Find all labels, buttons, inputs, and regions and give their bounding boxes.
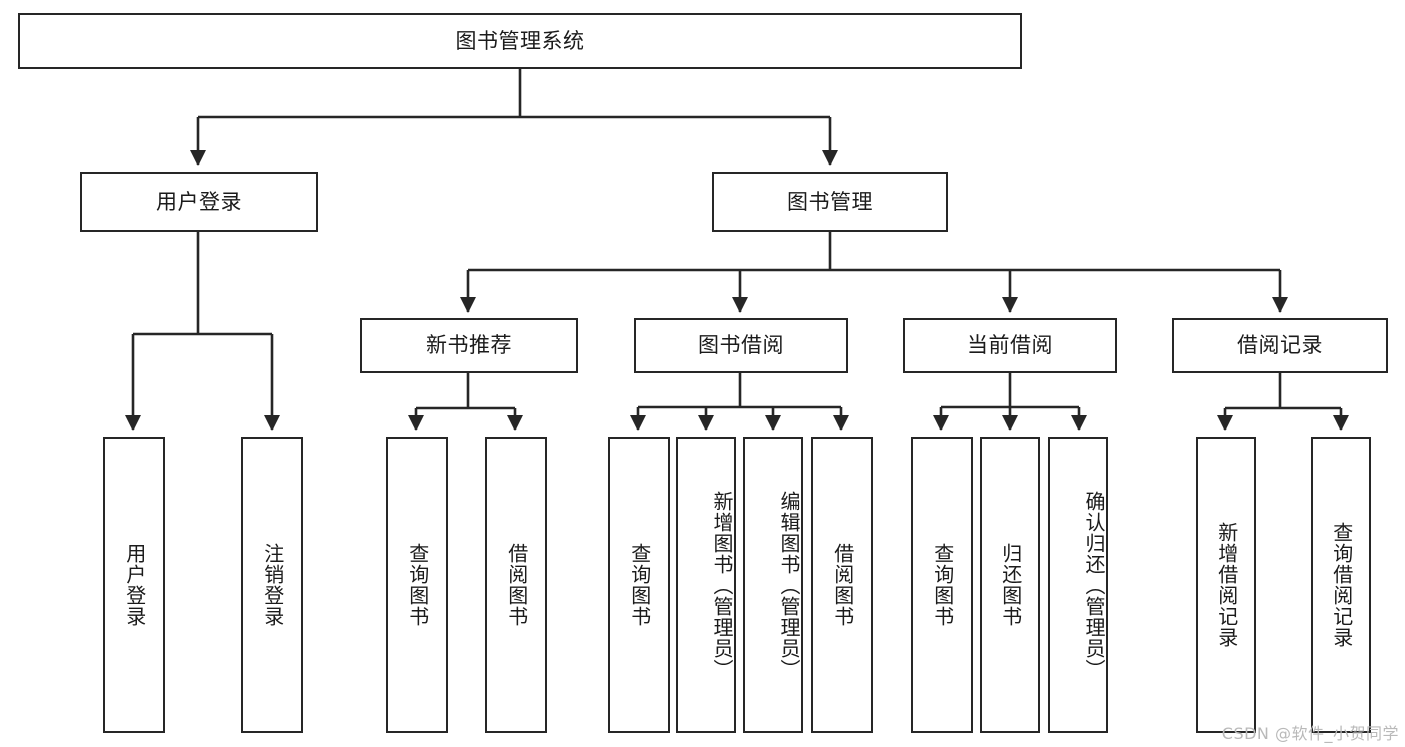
- node-book-borrow[interactable]: 图书借阅: [634, 318, 848, 373]
- leaf-borrow-query-book[interactable]: 查询图书: [608, 437, 670, 733]
- leaf-borrow-add-book-admin[interactable]: 新增图书（管理员）: [676, 437, 736, 733]
- leaf-record-add-borrow-record[interactable]: 新增借阅记录: [1196, 437, 1256, 733]
- leaf-borrow-edit-book-admin[interactable]: 编辑图书（管理员）: [743, 437, 803, 733]
- node-user-login[interactable]: 用户登录: [80, 172, 318, 232]
- leaf-current-query-book[interactable]: 查询图书: [911, 437, 973, 733]
- leaf-current-return-book[interactable]: 归还图书: [980, 437, 1040, 733]
- node-new-book-recommend[interactable]: 新书推荐: [360, 318, 578, 373]
- node-current-borrow[interactable]: 当前借阅: [903, 318, 1117, 373]
- node-book-management[interactable]: 图书管理: [712, 172, 948, 232]
- leaf-recommend-query-book[interactable]: 查询图书: [386, 437, 448, 733]
- csdn-watermark: CSDN @软件_小贺同学: [1221, 724, 1399, 743]
- leaf-recommend-borrow-book[interactable]: 借阅图书: [485, 437, 547, 733]
- leaf-borrow-borrow-book[interactable]: 借阅图书: [811, 437, 873, 733]
- node-root-system[interactable]: 图书管理系统: [18, 13, 1022, 69]
- leaf-user-login-signout[interactable]: 注销登录: [241, 437, 303, 733]
- node-borrow-record[interactable]: 借阅记录: [1172, 318, 1388, 373]
- leaf-user-login-signin[interactable]: 用户登录: [103, 437, 165, 733]
- leaf-record-query-borrow-record[interactable]: 查询借阅记录: [1311, 437, 1371, 733]
- leaf-current-confirm-return-admin[interactable]: 确认归还（管理员）: [1048, 437, 1108, 733]
